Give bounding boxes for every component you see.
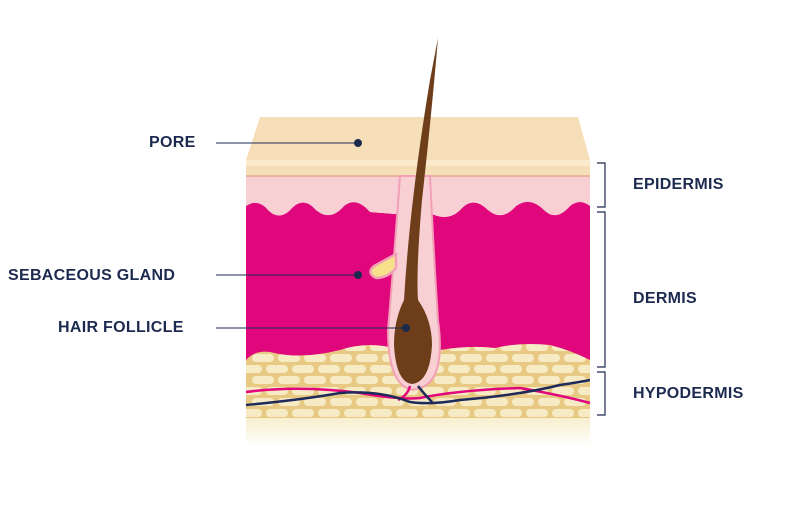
- fat-cell: [330, 376, 352, 384]
- fat-cell: [344, 365, 366, 373]
- fat-cell: [512, 398, 534, 406]
- fat-cell: [448, 409, 470, 417]
- fat-cell: [278, 376, 300, 384]
- dermis-bracket: [597, 211, 606, 368]
- fat-cell: [538, 376, 560, 384]
- fat-cell: [246, 365, 262, 373]
- fat-cell: [292, 409, 314, 417]
- fat-cell: [370, 365, 392, 373]
- fat-cell: [552, 409, 574, 417]
- fat-cell: [356, 398, 378, 406]
- blood-vessel-blue: [245, 378, 591, 407]
- fat-cell: [304, 376, 326, 384]
- fat-cell: [474, 365, 496, 373]
- fat-cell: [422, 409, 444, 417]
- hypodermis-bracket: [597, 371, 606, 416]
- fat-cell: [330, 354, 352, 362]
- label-sebaceous-gland: SEBACEOUS GLAND: [8, 267, 176, 284]
- label-hair-follicle: HAIR FOLLICLE: [58, 319, 184, 336]
- fat-cell: [500, 409, 522, 417]
- fat-cell: [266, 365, 288, 373]
- fat-cell: [356, 354, 378, 362]
- label-pore: PORE: [149, 134, 196, 151]
- fat-cell: [526, 409, 548, 417]
- fat-cell: [344, 409, 366, 417]
- fat-cell: [526, 343, 548, 351]
- fat-cell: [318, 409, 340, 417]
- fat-cell: [552, 387, 574, 395]
- fat-cell: [538, 398, 560, 406]
- hair-shaft: [394, 38, 438, 384]
- label-hypodermis: HYPODERMIS: [633, 385, 744, 402]
- label-epidermis: EPIDERMIS: [633, 176, 724, 193]
- fat-cell: [370, 409, 392, 417]
- fat-cell: [474, 409, 496, 417]
- fat-cell: [304, 354, 326, 362]
- fat-cell: [590, 398, 612, 406]
- fat-cell: [526, 365, 548, 373]
- fat-cell: [578, 409, 590, 417]
- fat-cell: [266, 409, 288, 417]
- sebaceous-gland: [369, 251, 398, 280]
- fat-cell: [590, 354, 612, 362]
- fat-cell: [486, 376, 508, 384]
- fat-cell: [486, 354, 508, 362]
- fat-cell: [252, 354, 274, 362]
- fat-cell: [500, 365, 522, 373]
- epidermis-bracket: [597, 162, 606, 208]
- fat-cell: [304, 398, 326, 406]
- label-dermis: DERMIS: [633, 290, 698, 307]
- fat-cell: [552, 365, 574, 373]
- fat-cell: [252, 376, 274, 384]
- sebaceous-gland-pointer-dot: [354, 271, 362, 279]
- fat-cell: [434, 376, 456, 384]
- fat-cell: [330, 398, 352, 406]
- fat-cell: [578, 365, 590, 373]
- fat-cell: [278, 354, 300, 362]
- fat-cell: [512, 376, 534, 384]
- fat-cell: [356, 376, 378, 384]
- fat-cell: [292, 365, 314, 373]
- fat-cell: [396, 409, 418, 417]
- fat-cell: [460, 376, 482, 384]
- fat-cell: [590, 376, 612, 384]
- fat-cell: [246, 409, 262, 417]
- fat-cell: [422, 387, 444, 395]
- fat-cell: [448, 365, 470, 373]
- fat-cell: [486, 398, 508, 406]
- fat-cell: [318, 365, 340, 373]
- hair-follicle-pointer-dot: [402, 324, 410, 332]
- fat-cell: [578, 387, 590, 395]
- fat-cell: [564, 354, 586, 362]
- pore-pointer-dot: [354, 139, 362, 147]
- fat-cell: [538, 354, 560, 362]
- fat-cell: [512, 354, 534, 362]
- fat-cell: [460, 354, 482, 362]
